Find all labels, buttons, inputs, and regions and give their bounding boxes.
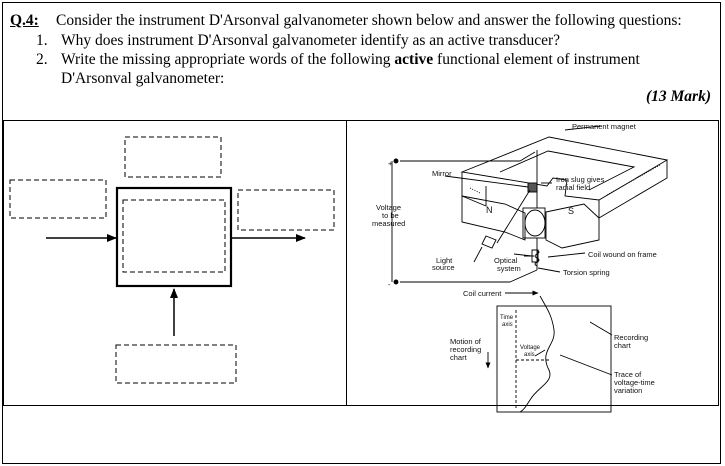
light-beam xyxy=(496,189,531,244)
label-voltage-3: measured xyxy=(372,219,405,228)
question-stem: Consider the instrument D'Arsonval galva… xyxy=(56,12,682,29)
pole-piece-n xyxy=(461,195,526,241)
label-trace-3: variation xyxy=(614,386,642,395)
label-voltage-2: to be xyxy=(382,211,399,220)
label-recording-chart-1: Recording xyxy=(614,333,648,342)
label-optical-system-2: system xyxy=(497,264,521,273)
label-voltage-1: Voltage xyxy=(376,203,401,212)
torsion-spring-coil xyxy=(534,249,540,267)
label-pole-n: N xyxy=(486,205,493,215)
blank-box-top[interactable] xyxy=(124,136,222,178)
label-mirror: Mirror xyxy=(432,169,452,178)
element-block-inner-blank[interactable] xyxy=(122,199,226,273)
functional-element-diagram xyxy=(9,136,335,384)
label-permanent-magnet: Permanent magnet xyxy=(572,122,637,131)
item-text-post: functional element of instrument xyxy=(433,51,640,68)
magnet-side-right xyxy=(598,160,668,219)
item-text-pre: Write the missing appropriate words of t… xyxy=(61,51,395,68)
figure-frame xyxy=(3,120,719,406)
magnet-inner xyxy=(499,150,636,191)
magnet-side-left xyxy=(461,172,487,207)
item-text-bold: active xyxy=(394,51,434,68)
label-voltage-axis-1: Voltage xyxy=(520,345,541,351)
pole-piece-s xyxy=(545,203,600,249)
item-text: Why does instrument D'Arsonval galvanome… xyxy=(61,32,561,49)
label-pole-s: S xyxy=(568,206,574,216)
label-light-source-2: source xyxy=(432,263,455,272)
voltage-time-trace xyxy=(519,295,555,413)
item-number: 1. xyxy=(36,32,48,49)
item-text-line2: D'Arsonval galvanometer: xyxy=(61,70,225,87)
label-coil-wound: Coil wound on frame xyxy=(588,250,657,259)
label-motion-1: Motion of xyxy=(450,337,482,346)
recording-chart xyxy=(496,305,612,413)
question-item-2: 2. Write the missing appropriate words of… xyxy=(36,50,640,69)
label-time-axis-2: axis xyxy=(502,322,513,328)
label-coil-current: Coil current xyxy=(463,289,502,298)
light-source xyxy=(481,235,497,249)
label-time-axis-1: Time xyxy=(500,315,514,321)
question-item-1: 1. Why does instrument D'Arsonval galvano… xyxy=(36,31,560,50)
galvanometer-illustration xyxy=(391,125,669,413)
label-iron-slug-1: Iron slug gives xyxy=(556,175,605,184)
label-trace-2: voltage-time xyxy=(614,378,655,387)
coil-frame xyxy=(522,207,546,239)
galvanometer-labels: Permanent magnet Mirror Iron slug gives … xyxy=(372,122,657,395)
blank-box-right[interactable] xyxy=(237,189,335,231)
label-optical-system-1: Optical xyxy=(494,256,518,265)
blank-box-left[interactable] xyxy=(9,179,107,219)
question-number: Q.4: xyxy=(10,12,39,29)
label-trace-1: Trace of xyxy=(614,370,642,379)
mirror xyxy=(527,182,538,193)
label-plus: + xyxy=(388,159,393,168)
label-voltage-axis-2: axis xyxy=(524,352,535,358)
label-torsion-spring: Torsion spring xyxy=(563,268,610,277)
element-block-outer xyxy=(115,186,233,288)
label-motion-3: chart xyxy=(450,353,468,362)
question-header: Q.4: Consider the instrument D'Arsonval g… xyxy=(10,11,682,30)
item-number: 2. xyxy=(36,51,48,68)
figure-divider xyxy=(346,120,347,406)
marks-label: (13 Mark) xyxy=(645,88,711,105)
label-light-source-1: Light xyxy=(436,256,453,265)
label-recording-chart-2: chart xyxy=(614,341,632,350)
label-minus: - xyxy=(388,280,391,289)
label-iron-slug-2: radial field xyxy=(556,183,590,192)
blank-box-bottom[interactable] xyxy=(115,344,237,384)
question-item-2-continuation: D'Arsonval galvanometer: xyxy=(61,69,224,88)
iron-slug xyxy=(524,209,546,237)
label-motion-2: recording xyxy=(450,345,481,354)
